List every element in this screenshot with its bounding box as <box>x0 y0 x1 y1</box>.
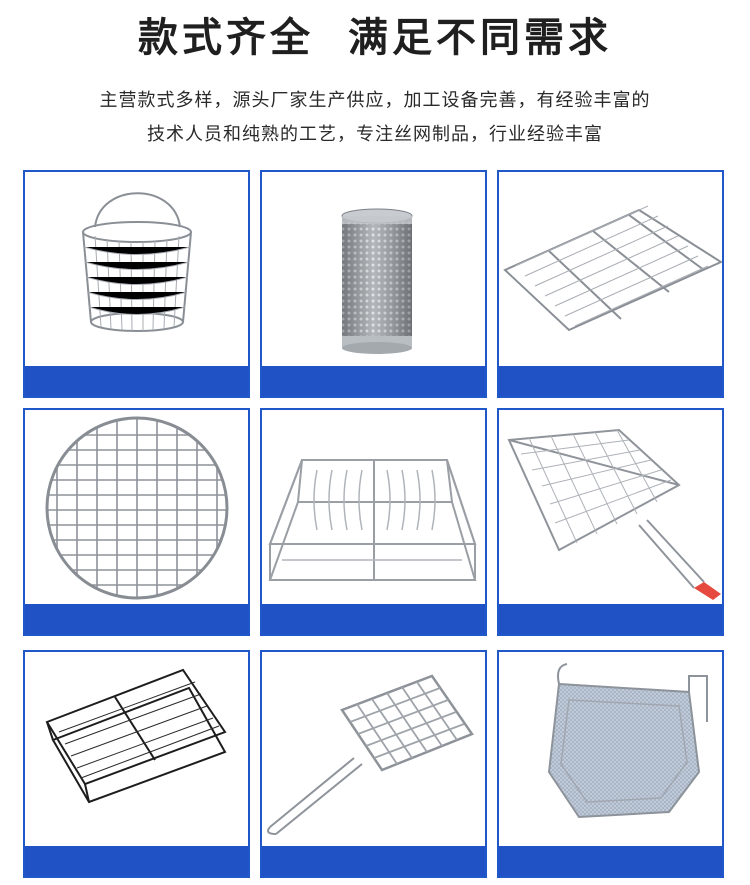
subtitle-line-2: 技术人员和纯熟的工艺，专注丝网制品，行业经验丰富 <box>147 124 603 145</box>
card-bar <box>499 846 722 876</box>
subtitle-line-1: 主营款式多样，源头厂家生产供应，加工设备完善，有经验丰富的 <box>99 90 651 111</box>
product-card-cylinder-filter[interactable] <box>260 170 487 398</box>
card-bar <box>262 846 485 876</box>
product-card-round-basket[interactable] <box>23 170 250 398</box>
product-card-fry-basket[interactable] <box>497 650 724 878</box>
handled-grill-icon <box>262 652 485 846</box>
dish-rack-icon <box>262 410 485 604</box>
grill-clamp-icon <box>499 410 722 604</box>
fry-basket-icon <box>499 652 722 846</box>
page-title: 款式齐全满足不同需求 <box>0 10 750 66</box>
card-bar <box>499 604 722 634</box>
card-bar <box>25 604 248 634</box>
product-card-cooling-racks[interactable] <box>23 650 250 878</box>
card-bar <box>25 366 248 396</box>
card-bar <box>499 366 722 396</box>
wire-rack-icon <box>499 172 722 366</box>
cooling-rack-icon <box>25 652 248 846</box>
card-bar <box>25 846 248 876</box>
product-card-wire-rack[interactable] <box>497 170 724 398</box>
title-left: 款式齐全 <box>138 15 314 61</box>
round-grill-icon <box>25 410 248 604</box>
product-card-handled-grill[interactable] <box>260 650 487 878</box>
card-bar <box>262 366 485 396</box>
card-bar <box>262 604 485 634</box>
product-card-round-grill[interactable] <box>23 408 250 636</box>
product-card-dish-rack[interactable] <box>260 408 487 636</box>
title-right: 满足不同需求 <box>348 15 612 61</box>
product-card-grill-clamp[interactable] <box>497 408 724 636</box>
cylinder-filter-icon <box>262 172 485 366</box>
wire-basket-icon <box>25 172 248 366</box>
